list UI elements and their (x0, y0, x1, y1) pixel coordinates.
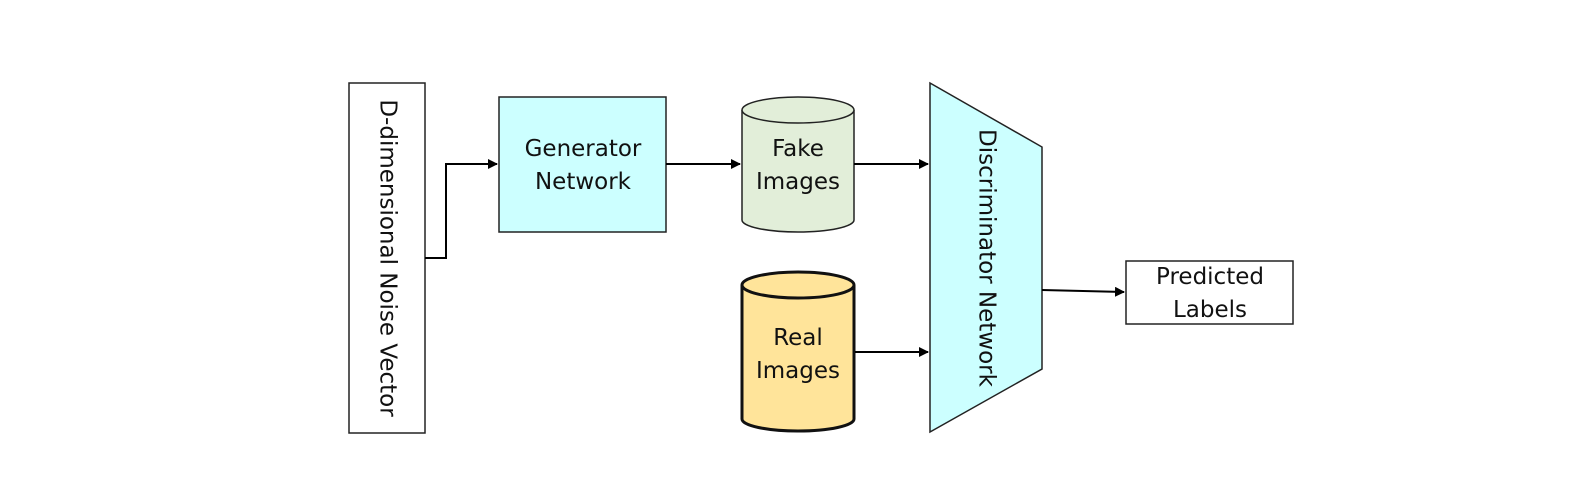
arrow-noise-to-generator (425, 159, 498, 259)
generator-network-node: Generator Network (498, 96, 667, 233)
real-images-label-line1: Real (773, 325, 823, 351)
arrow-discriminator-to-predicted-labels (1041, 286, 1125, 297)
noise-vector-node: D-dimensional Noise Vector (348, 82, 426, 434)
generator-label-line1: Generator (525, 136, 642, 162)
fake-images-node: Fake Images (741, 96, 855, 233)
predicted-labels-line2: Labels (1173, 297, 1247, 323)
discriminator-label: Discriminator Network (974, 129, 1000, 388)
discriminator-network-node: Discriminator Network (929, 81, 1043, 434)
predicted-labels-line1: Predicted (1156, 264, 1264, 290)
real-images-label-line2: Images (756, 358, 840, 384)
fake-images-label-line1: Fake (772, 136, 824, 162)
noise-vector-label: D-dimensional Noise Vector (375, 99, 401, 417)
generator-label-line2: Network (535, 169, 632, 195)
fake-images-label-line2: Images (756, 169, 840, 195)
real-images-node: Real Images (740, 270, 856, 433)
predicted-labels-node: Predicted Labels (1125, 260, 1294, 325)
